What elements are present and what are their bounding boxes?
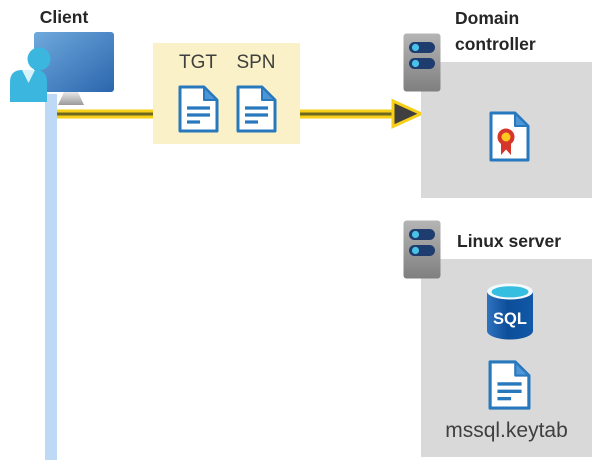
sql-database-icon: SQL xyxy=(487,283,533,340)
certificate-icon xyxy=(489,111,530,162)
spn-document-icon xyxy=(236,85,277,133)
monitor-screen xyxy=(34,32,114,92)
domain-controller-server-icon xyxy=(403,33,441,92)
sql-icon-label: SQL xyxy=(493,310,527,328)
linux-server-title: Linux server xyxy=(457,231,562,251)
client-title: Client xyxy=(39,7,89,27)
keytab-filename-label: mssql.keytab xyxy=(445,419,568,442)
tgt-label: TGT xyxy=(179,52,217,73)
person-collar xyxy=(22,70,35,83)
client-lifeline xyxy=(45,94,57,460)
linux-server-icon xyxy=(403,220,441,279)
keytab-document-icon xyxy=(488,360,531,410)
person-head xyxy=(27,47,51,71)
spn-label: SPN xyxy=(236,52,276,73)
person-body xyxy=(10,70,47,102)
client-workstation-icon xyxy=(10,32,114,105)
monitor-stand xyxy=(58,92,84,105)
tgt-document-icon xyxy=(178,85,219,133)
domain-controller-title: Domain controller xyxy=(455,8,536,54)
ticket-box: TGT SPN xyxy=(153,43,300,144)
